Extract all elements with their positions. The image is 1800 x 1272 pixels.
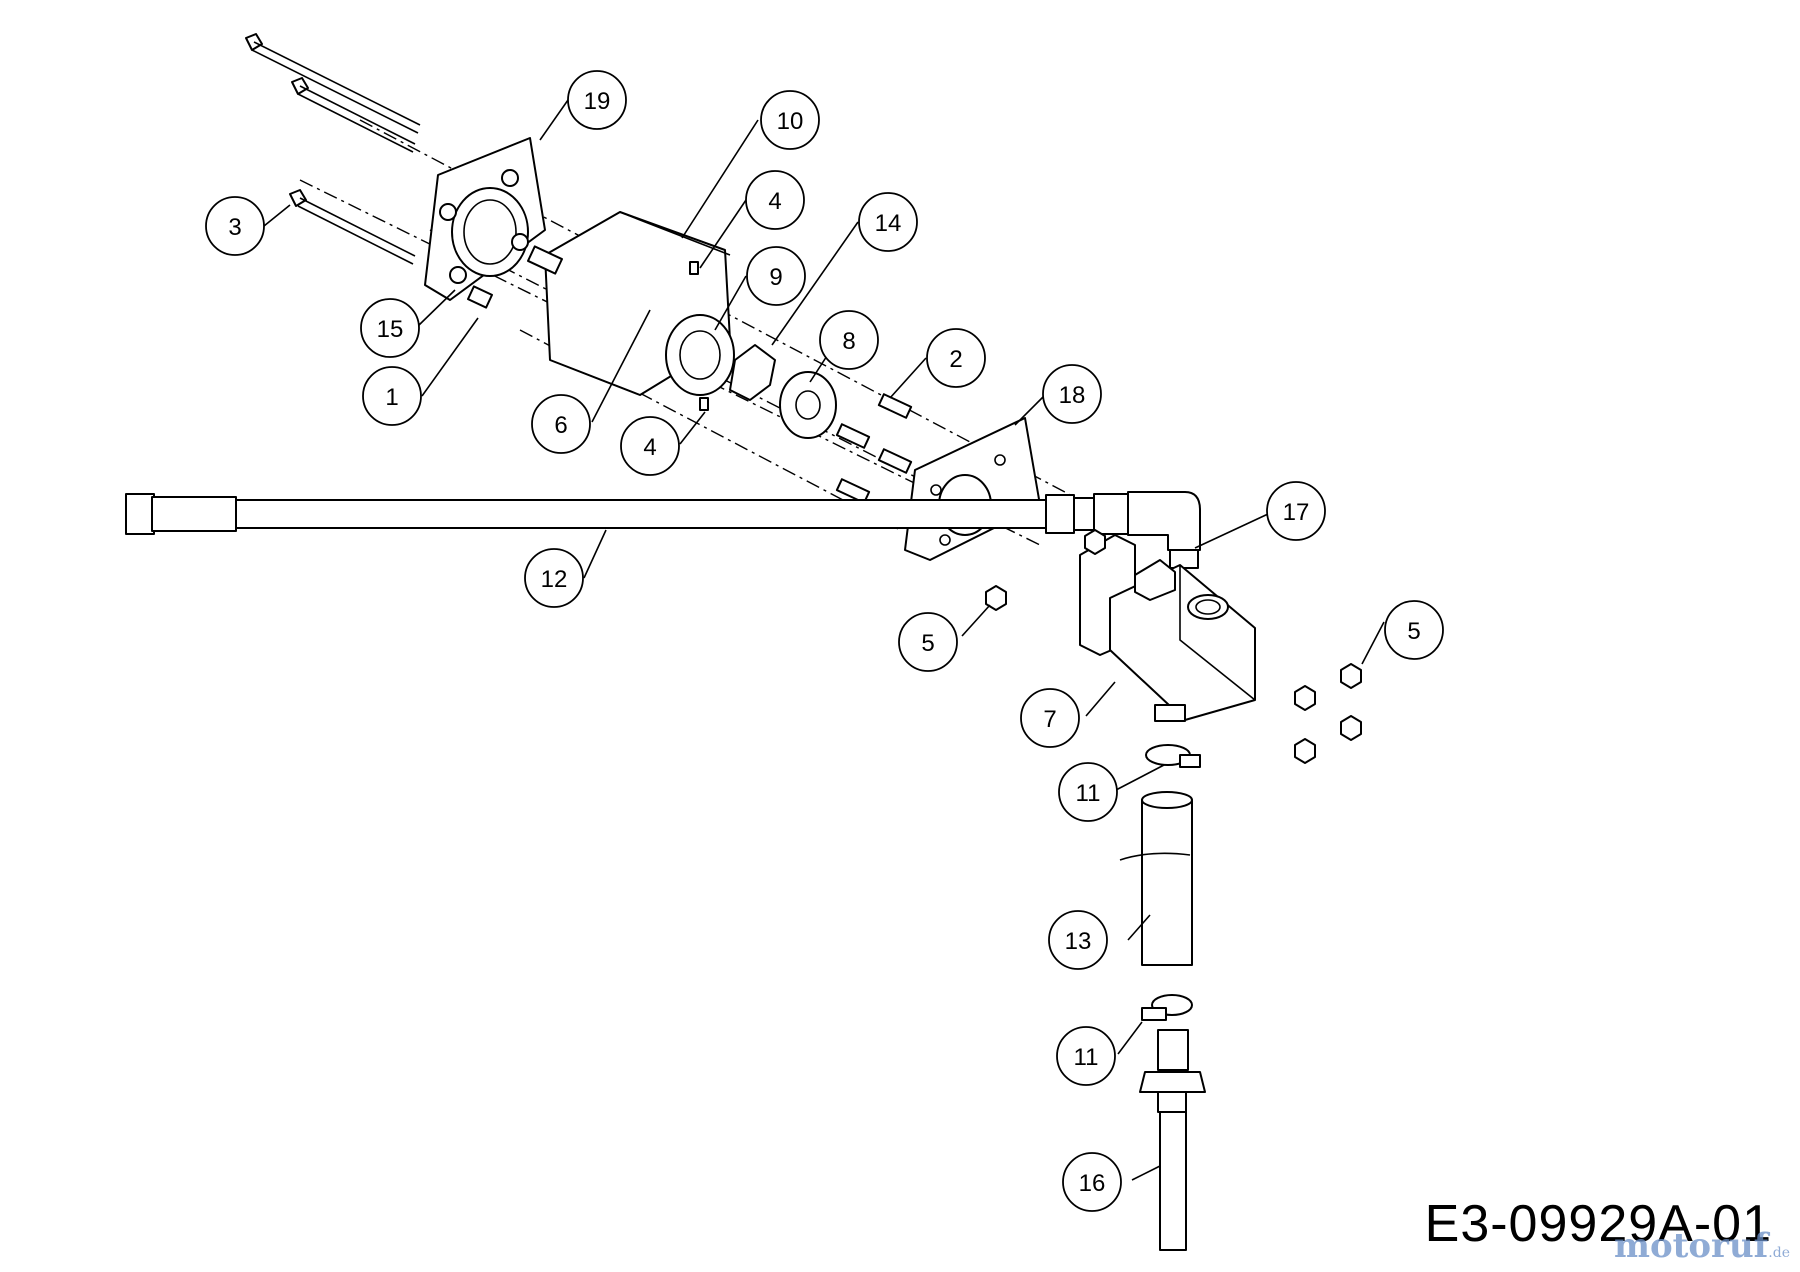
callout-label: 6 bbox=[554, 412, 567, 439]
callout-label: 17 bbox=[1283, 499, 1310, 526]
callout-label: 5 bbox=[921, 630, 934, 657]
callout-19: 19 bbox=[567, 70, 627, 130]
callout-label: 4 bbox=[768, 188, 781, 215]
callout-label: 12 bbox=[541, 566, 568, 593]
callout-13: 13 bbox=[1048, 910, 1108, 970]
callout-label: 1 bbox=[385, 384, 398, 411]
callout-1: 1 bbox=[362, 366, 422, 426]
callout-15: 15 bbox=[360, 298, 420, 358]
elbow-fitting bbox=[1127, 491, 1201, 569]
callout-label: 9 bbox=[769, 264, 782, 291]
callout-label: 2 bbox=[949, 346, 962, 373]
callout-16: 16 bbox=[1062, 1152, 1122, 1212]
motor-flange-plate bbox=[424, 137, 546, 309]
hydraulic-hose bbox=[125, 493, 1129, 535]
suction-line-parts bbox=[1119, 744, 1206, 1251]
callout-11-lower: 11 bbox=[1056, 1026, 1116, 1086]
callout-4-lower: 4 bbox=[620, 416, 680, 476]
callout-10: 10 bbox=[760, 90, 820, 150]
callout-label: 3 bbox=[228, 214, 241, 241]
callout-4: 4 bbox=[745, 170, 805, 230]
short-bolts bbox=[835, 393, 913, 504]
callout-14: 14 bbox=[858, 192, 918, 252]
callout-label: 4 bbox=[643, 434, 656, 461]
callout-2: 2 bbox=[926, 328, 986, 388]
callout-label: 13 bbox=[1065, 928, 1092, 955]
callout-8: 8 bbox=[819, 310, 879, 370]
callout-label: 11 bbox=[1074, 1044, 1099, 1071]
hex-nuts bbox=[985, 529, 1362, 764]
callout-label: 14 bbox=[875, 210, 902, 237]
callout-label: 10 bbox=[777, 108, 804, 135]
callout-label: 16 bbox=[1079, 1170, 1106, 1197]
callout-label: 7 bbox=[1043, 706, 1056, 733]
callout-5: 5 bbox=[898, 612, 958, 672]
drawing-code: E3-09929A-01 bbox=[1424, 1195, 1772, 1253]
watermark-name: motoruf bbox=[1614, 1226, 1769, 1266]
callout-leaders bbox=[263, 99, 1385, 1181]
callout-12: 12 bbox=[524, 548, 584, 608]
watermark-tld: .de bbox=[1768, 1245, 1790, 1261]
callout-9: 9 bbox=[746, 246, 806, 306]
callout-label: 5 bbox=[1407, 618, 1420, 645]
watermark-logo: motoruf.de bbox=[1614, 1226, 1790, 1266]
callout-label: 15 bbox=[377, 316, 404, 343]
callout-label: 18 bbox=[1059, 382, 1086, 409]
callout-7: 7 bbox=[1020, 688, 1080, 748]
callout-17: 17 bbox=[1266, 481, 1326, 541]
pump-mounting-plate bbox=[904, 417, 1041, 561]
callout-11: 11 bbox=[1058, 762, 1118, 822]
callout-label: 8 bbox=[842, 328, 855, 355]
callout-label: 19 bbox=[584, 88, 611, 115]
shaft-coupling-set bbox=[665, 261, 837, 439]
callout-5-right: 5 bbox=[1384, 600, 1444, 660]
callout-3: 3 bbox=[205, 196, 265, 256]
callout-label: 11 bbox=[1076, 780, 1101, 807]
valve-block bbox=[1079, 534, 1256, 722]
long-bolts bbox=[245, 33, 421, 265]
callout-6: 6 bbox=[531, 394, 591, 454]
callout-18: 18 bbox=[1042, 364, 1102, 424]
